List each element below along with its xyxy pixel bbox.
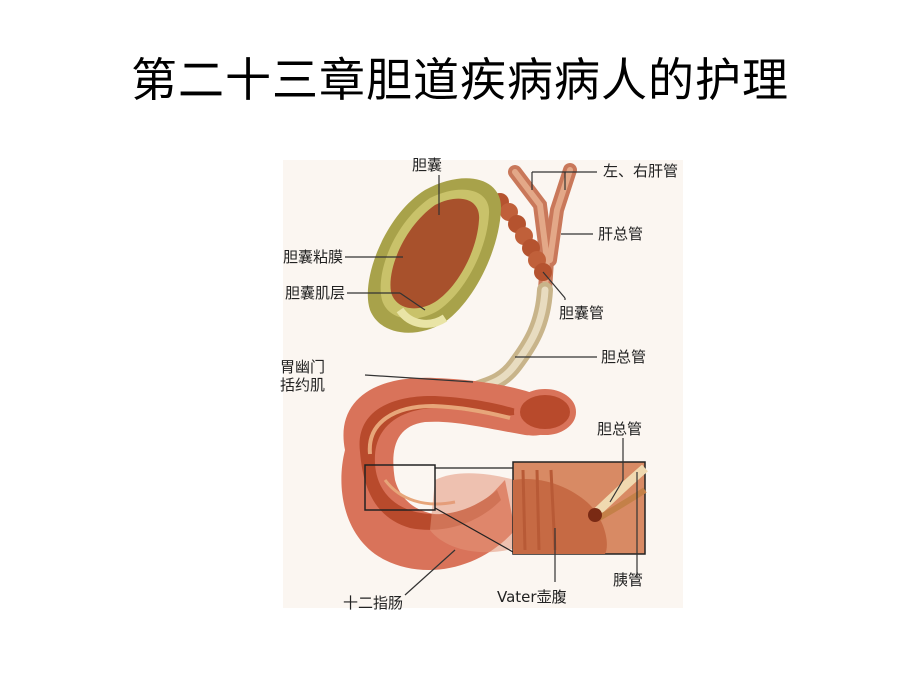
label-common-bile-duct: 胆总管 (601, 348, 647, 366)
label-common-bile-duct-inset: 胆总管 (597, 420, 643, 438)
leader-lines (345, 171, 638, 596)
label-duodenum: 十二指肠 (343, 594, 404, 612)
label-left-right-hepatic-duct: 左、右肝管 (603, 162, 679, 180)
label-pyloric-sphincter-line1: 胃幽门 (280, 358, 326, 376)
gallbladder-mucosa-shape (390, 198, 480, 309)
zoom-source-box (364, 464, 436, 511)
label-cystic-duct: 胆囊管 (559, 304, 605, 322)
label-vater-ampulla: Vater壶腹 (497, 588, 567, 606)
label-pyloric-sphincter-line2: 括约肌 (280, 376, 326, 394)
label-gallbladder-muscle-layer: 胆囊肌层 (284, 284, 345, 302)
label-pancreatic-duct: 胰管 (613, 571, 644, 589)
label-gallbladder: 胆囊 (412, 156, 443, 174)
anatomy-illustration (283, 160, 683, 608)
biliary-anatomy-diagram: 胆囊 左、右肝管 肝总管 胆囊粘膜 胆囊肌层 胆囊管 胆总管 胃幽门 括约肌 胆… (225, 150, 705, 612)
slide-title: 第二十三章胆道疾病病人的护理 (131, 53, 789, 107)
vater-ampulla-inset (512, 461, 648, 555)
label-common-hepatic-duct: 肝总管 (598, 225, 644, 243)
label-gallbladder-mucosa: 胆囊粘膜 (282, 248, 343, 266)
gallbladder-muscle-shape (396, 307, 448, 328)
